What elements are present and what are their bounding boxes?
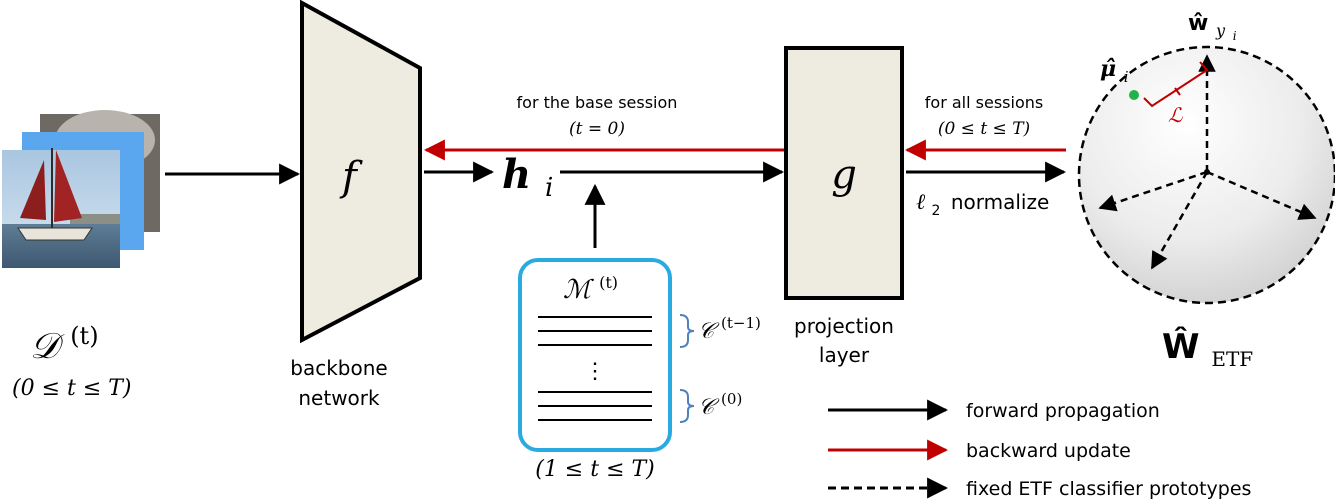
all-sessions-line2: (0 ≤ t ≤ T)	[938, 119, 1030, 139]
feature-symbol: h i	[502, 151, 553, 203]
etf-center	[1204, 169, 1210, 175]
feature-subscript: i	[545, 173, 553, 203]
top-group-label: 𝒞 (t−1)	[698, 314, 761, 344]
memory-range: (1 ≤ t ≤ T)	[535, 457, 655, 482]
prototype-arrow-right	[1206, 170, 1317, 220]
dataset-symbol: 𝒟 (t)	[30, 322, 99, 367]
class-mean-label: μ̂ i	[1100, 56, 1129, 86]
memory-lines-bottom	[538, 391, 652, 421]
etf-prototype-arrows	[1098, 54, 1317, 270]
legend: forward propagation backward update fixe…	[828, 399, 1251, 500]
memory-symbol-main: ℳ	[563, 275, 594, 305]
bottom-group-symbol: 𝒞	[698, 395, 720, 420]
legend-backward-label: backward update	[966, 440, 1131, 462]
class-mean-sub: i	[1124, 68, 1129, 86]
prototype-subsub: i	[1233, 29, 1237, 43]
normalize-symbol: ℓ	[916, 190, 926, 215]
etf-matrix-label: Ŵ ETF	[1162, 326, 1253, 371]
memory-lines-top	[538, 316, 652, 346]
normalize-subscript: 2	[932, 203, 941, 219]
etf-matrix-symbol: Ŵ	[1162, 326, 1200, 367]
projection-symbol: g	[831, 152, 857, 198]
boat-hull	[17, 227, 93, 241]
normalize-label: ℓ 2 normalize	[916, 190, 1049, 220]
base-session-line2: (t = 0)	[569, 119, 625, 139]
projection-label-line1: projection	[794, 314, 894, 338]
prototype-label: ŵ y i	[1188, 11, 1237, 43]
prototype-arrow-down	[1150, 171, 1209, 270]
projection-block	[784, 46, 904, 300]
dataset-symbol-main: 𝒟	[30, 326, 65, 367]
dataset-image-shore	[70, 214, 120, 224]
bottom-group-superscript: (0)	[721, 390, 742, 408]
backbone-block	[300, 0, 422, 344]
etf-matrix-sub: ETF	[1211, 347, 1253, 371]
backbone-label-line1: backbone	[290, 356, 387, 380]
legend-forward-label: forward propagation	[966, 400, 1160, 422]
sail-right	[54, 150, 82, 222]
backbone-label-line2: network	[298, 386, 380, 410]
memory-box	[518, 258, 672, 452]
memory-ellipsis: ⋮	[584, 359, 606, 384]
base-session-line1: for the base session	[517, 93, 678, 112]
loss-bracket	[1143, 61, 1209, 108]
normalize-text: normalize	[951, 190, 1049, 214]
top-group-superscript: (t−1)	[721, 314, 761, 332]
memory-superscript: (t)	[599, 273, 618, 292]
top-group-symbol: 𝒞	[698, 319, 720, 344]
legend-fixed-label: fixed ETF classifier prototypes	[966, 478, 1251, 500]
brace-bottom	[679, 389, 695, 423]
prototype-symbol: ŵ	[1188, 11, 1208, 36]
all-sessions-line1: for all sessions	[925, 93, 1043, 112]
brace-top	[679, 314, 695, 348]
bottom-group-label: 𝒞 (0)	[698, 390, 742, 420]
feature-symbol-main: h	[502, 151, 531, 198]
loss-tick	[1174, 87, 1181, 96]
memory-symbol: ℳ (t)	[563, 273, 618, 305]
projection-label-line2: layer	[819, 343, 870, 367]
prototype-sub: y	[1215, 21, 1226, 40]
dataset-range: (0 ≤ t ≤ T)	[12, 376, 132, 401]
sail-left	[20, 160, 46, 220]
class-mean-symbol: μ̂	[1100, 56, 1116, 82]
dataset-superscript: (t)	[70, 322, 98, 350]
feature-point	[1129, 90, 1139, 100]
loss-symbol: ℒ	[1168, 103, 1183, 127]
prototype-arrow-left	[1098, 170, 1208, 212]
dataset-image-stack	[2, 110, 160, 268]
